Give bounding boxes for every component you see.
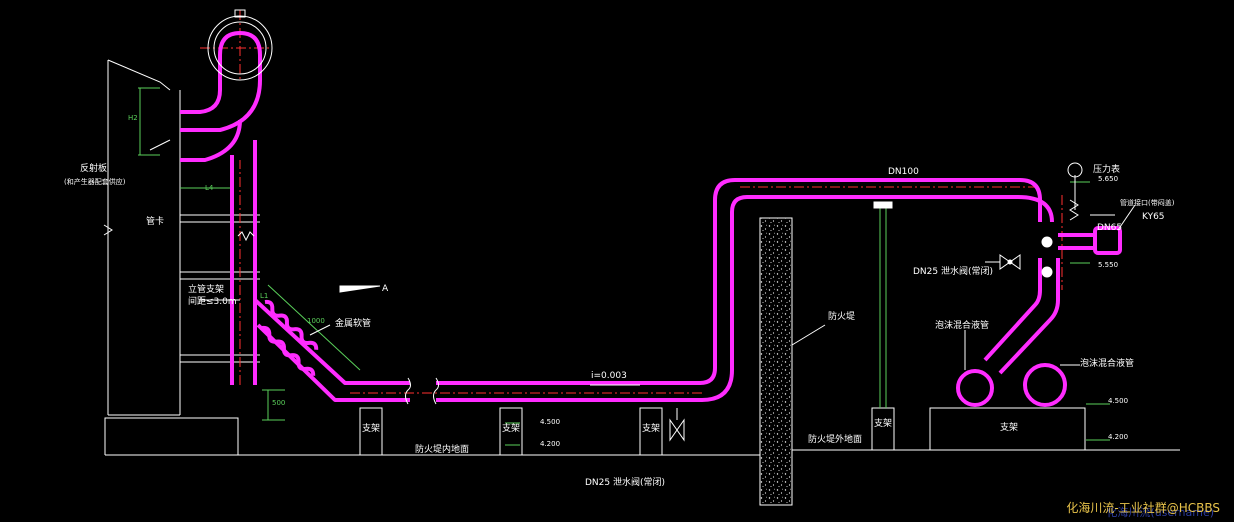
dn65-label: DN65: [1097, 223, 1123, 233]
support-4-label: 支架: [874, 419, 893, 429]
elevation-4500-label: 4.500: [540, 418, 561, 426]
main-pipe: [180, 31, 1122, 407]
corrugated-label: 金属软管: [335, 319, 372, 329]
tank-ground-label: 防火堤内地面: [415, 445, 470, 455]
dimension-h2-label: H2: [128, 114, 138, 122]
pipe-supports: [359, 201, 1086, 456]
support-top-left-sub-label: (和产生器配套供应): [64, 178, 126, 186]
foam-pipe-1-label: 泡沫混合液管: [935, 321, 990, 331]
elevation-5550-label: 5.550: [1098, 261, 1119, 269]
elevation-4200-label: 4.200: [540, 440, 561, 448]
top-flange: [207, 9, 273, 81]
dimension-l1-label: L1: [260, 292, 269, 300]
fire-wall-column: [759, 217, 793, 506]
elevation-4500-right-label: 4.500: [1108, 397, 1129, 405]
dimension-500-label: 500: [272, 399, 286, 407]
slope-label: i=0.003: [591, 371, 627, 381]
pressure-gauge-label: 压力表: [1093, 165, 1121, 175]
support-1-label: 支架: [362, 424, 381, 434]
riser-supports: [180, 214, 260, 363]
dimension-l4-label: L4: [205, 184, 214, 192]
foam-pipe-2-label: 泡沫混合液管: [1080, 359, 1135, 369]
pipe-clamp-label: 管卡: [146, 217, 165, 227]
elevation-5650-label: 5.650: [1098, 175, 1119, 183]
support-3-label: 支架: [642, 424, 661, 434]
fire-wall-label: 防火堤: [828, 312, 856, 322]
valves: [669, 162, 1083, 442]
dimension-1000-label: 1000: [307, 317, 325, 325]
centerlines: [200, 10, 1063, 394]
spacing-label: 间距≤3.0m: [188, 297, 237, 307]
leader-lines: [149, 139, 1136, 386]
riser-support-label: 立管支架: [188, 285, 225, 295]
support-top-left-label: 反射板: [80, 164, 108, 174]
dimension-lines: [138, 87, 1110, 446]
tank-wall: [103, 59, 181, 416]
arrow-a-label: A: [382, 284, 389, 294]
dn100-label: DN100: [888, 167, 919, 177]
support-5-label: 支架: [1000, 423, 1019, 433]
flange-label: 管道接口(带闷盖): [1120, 199, 1175, 207]
outside-ground-label: 防火堤外地面: [808, 435, 863, 445]
dn25-valve-top-label: DN25 泄水阀(常闭): [913, 267, 993, 277]
watermark-username: 化海川流(username): [1106, 506, 1214, 519]
ky65-label: KY65: [1142, 212, 1165, 222]
support-2-label: 支架: [502, 424, 521, 434]
break-marks: [237, 231, 439, 405]
dn25-valve-bottom-label: DN25 泄水阀(常闭): [585, 478, 665, 488]
watermark: 化海川流-工业社群@HCBBS: [1066, 501, 1220, 515]
elevation-4200-right-label: 4.200: [1108, 433, 1129, 441]
